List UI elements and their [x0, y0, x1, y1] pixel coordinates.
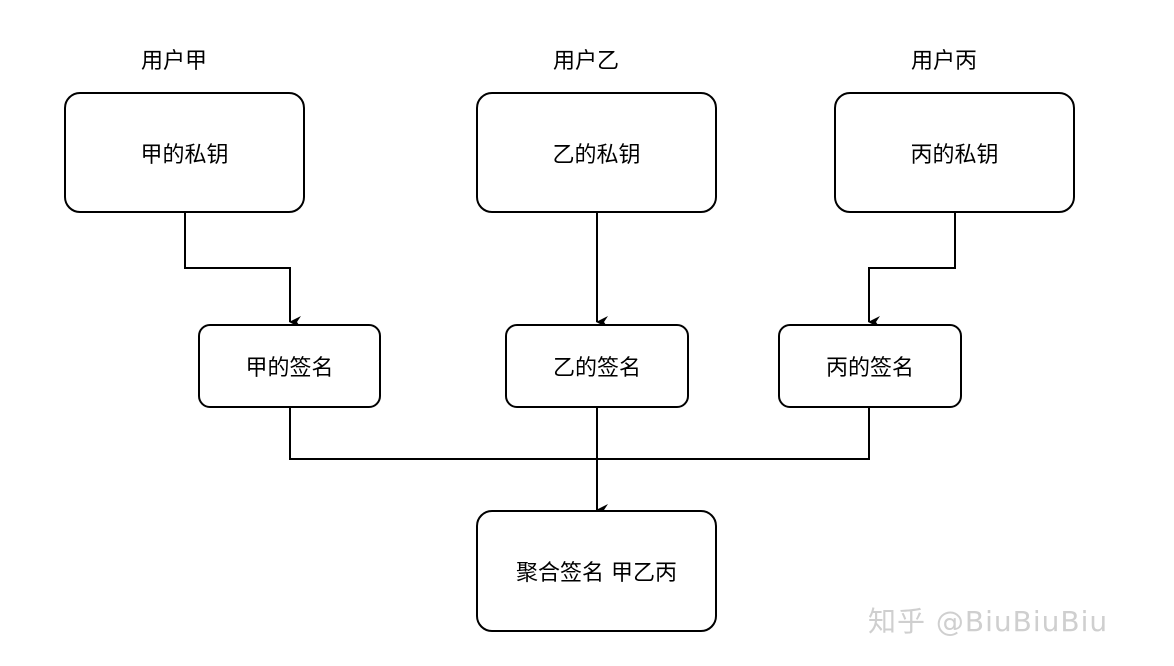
user-label-a: 用户甲	[141, 49, 208, 74]
user-label-c: 用户丙	[911, 49, 978, 74]
connector-signature-a-merge	[289, 406, 597, 460]
connector-signature-c-merge	[597, 406, 870, 460]
signature-label-a: 甲的签名	[245, 356, 334, 381]
private-key-label-b: 乙的私钥	[552, 142, 641, 168]
signature-box-a: 甲的签名	[198, 324, 381, 408]
aggregate-signature-label: 聚合签名 甲乙丙	[516, 561, 677, 586]
aggregate-signature-box: 聚合签名 甲乙丙	[476, 510, 717, 632]
signature-label-b: 乙的签名	[552, 356, 641, 381]
signature-box-b: 乙的签名	[505, 324, 689, 408]
private-key-label-a: 甲的私钥	[140, 142, 229, 168]
watermark-text: 知乎 @BiuBiuBiu	[868, 605, 1109, 638]
private-key-label-c: 丙的私钥	[910, 142, 999, 168]
signature-label-c: 丙的签名	[825, 356, 914, 381]
private-key-box-b: 乙的私钥	[476, 92, 717, 213]
private-key-box-c: 丙的私钥	[834, 92, 1075, 213]
connector-key-a-to-signature-a	[184, 212, 301, 328]
private-key-box-a: 甲的私钥	[64, 92, 305, 213]
connector-key-c-to-signature-c	[868, 212, 956, 328]
signature-box-c: 丙的签名	[778, 324, 962, 408]
user-label-b: 用户乙	[553, 49, 620, 74]
